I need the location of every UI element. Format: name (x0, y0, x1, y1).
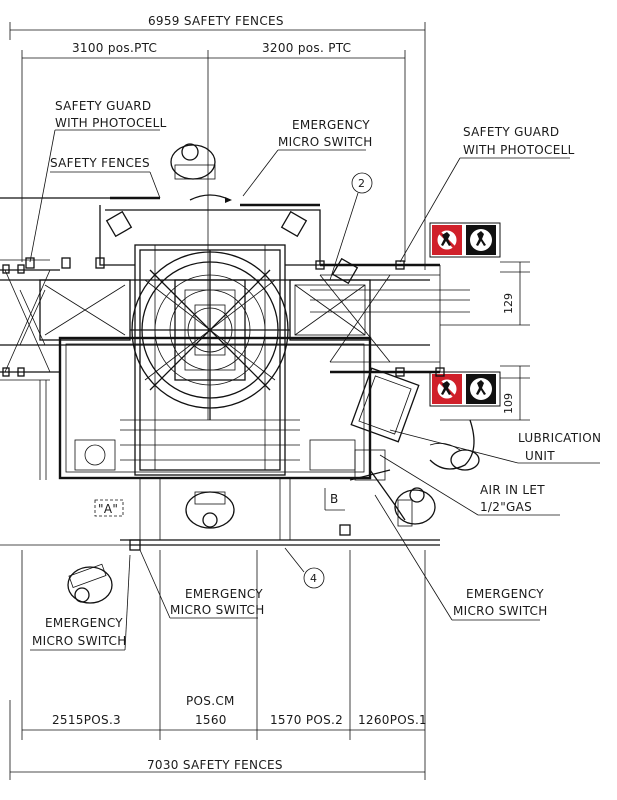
label-gas: 1/2"GAS (480, 500, 532, 514)
callout-4-number: 4 (310, 572, 317, 585)
label-emergency-top: EMERGENCY (292, 118, 370, 132)
left-labels: SAFETY GUARD WITH PHOTOCELL SAFETY FENCE… (29, 99, 167, 263)
label-microswitch-left: MICRO SWITCH (32, 634, 127, 648)
signs-upper (429, 222, 501, 258)
view-labels: "A" B (94, 488, 345, 517)
label-photocell-left: WITH PHOTOCELL (55, 116, 167, 130)
label-microswitch-mid: MICRO SWITCH (170, 603, 265, 617)
label-microswitch-top: MICRO SWITCH (278, 135, 373, 149)
operator-center (185, 491, 235, 529)
right-emergency: EMERGENCY MICRO SWITCH (374, 494, 548, 621)
label-unit: UNIT (525, 449, 555, 463)
operator-top (170, 143, 232, 203)
dim-bottom-poscm-value: 1560 (195, 713, 227, 727)
dim-top-left: 3100 pos.PTC (72, 41, 157, 55)
dim-top-right: 3200 pos. PTC (262, 41, 351, 55)
callout-2: 2 (358, 177, 365, 190)
operator-right-bottom (394, 487, 436, 527)
right-dimensions: 129 109 (440, 261, 530, 421)
top-dimensions: 6959 SAFETY FENCES 3100 pos.PTC 3200 pos… (9, 14, 426, 420)
mid-emergency: EMERGENCY MICRO SWITCH (139, 549, 265, 619)
label-safety-guard-left: SAFETY GUARD (55, 99, 151, 113)
signs-lower (429, 371, 501, 407)
label-view-a: "A" (98, 502, 118, 516)
dim-bottom-pos2: 1570 POS.2 (270, 713, 343, 727)
label-emergency-left: EMERGENCY (45, 616, 123, 630)
dim-right-lower: 109 (502, 393, 515, 414)
left-fence (0, 197, 160, 546)
main-machine (0, 196, 470, 551)
callout-4: 4 (284, 547, 325, 589)
dim-bottom-pos1: 1260POS.1 (358, 713, 427, 727)
left-emergency: EMERGENCY MICRO SWITCH (30, 554, 131, 651)
label-safety-fences: SAFETY FENCES (50, 156, 150, 170)
bottom-dimensions: 2515POS.3 POS.CM 1560 1570 POS.2 1260POS… (9, 550, 427, 780)
dim-bottom-total: 7030 SAFETY FENCES (147, 758, 283, 772)
label-emergency-mid: EMERGENCY (185, 587, 263, 601)
label-lubrication: LUBRICATION (518, 431, 601, 445)
label-air-inlet: AIR IN LET (480, 483, 545, 497)
right-top-labels: SAFETY GUARD WITH PHOTOCELL 2 (329, 125, 575, 281)
label-photocell-right: WITH PHOTOCELL (463, 143, 575, 157)
operator-right-top (429, 419, 480, 471)
dim-right-upper: 129 (502, 293, 515, 314)
dim-bottom-poscm-label: POS.CM (186, 694, 235, 708)
dim-bottom-pos3: 2515POS.3 (52, 713, 121, 727)
label-emergency-right: EMERGENCY (466, 587, 544, 601)
label-microswitch-right: MICRO SWITCH (453, 604, 548, 618)
label-view-b: B (330, 492, 339, 506)
operator-bottom-left (67, 563, 113, 604)
right-labels: LUBRICATION UNIT AIR IN LET 1/2"GAS (379, 429, 601, 516)
top-emergency: EMERGENCY MICRO SWITCH (242, 118, 373, 197)
callout-2-circle (351, 172, 373, 194)
dim-top-total: 6959 SAFETY FENCES (148, 14, 284, 28)
label-safety-guard-right: SAFETY GUARD (463, 125, 559, 139)
